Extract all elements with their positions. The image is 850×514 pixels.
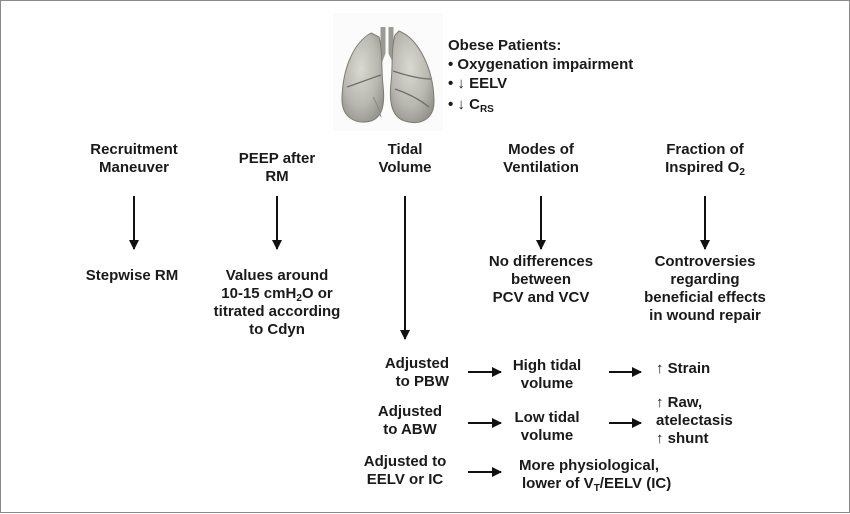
row-more-physiological: More physiological, lower of VT/EELV (IC…: [519, 457, 672, 494]
result-peep-values: Values around 10-15 cmH2O or titrated ac…: [213, 267, 341, 338]
header-bullet-oxygenation: • Oxygenation impairment: [448, 56, 634, 73]
lungs-image: [333, 13, 443, 131]
header-bullet-eelv: • ↓ EELV: [448, 75, 508, 92]
header-bullet-crs: • ↓ CRS: [448, 96, 494, 115]
result-stepwise-rm: Stepwise RM: [85, 267, 179, 284]
row-raw-atelectasis-shunt: ↑ Raw,atelectasis↑ shunt: [656, 394, 733, 447]
row-strain: ↑ Strain: [656, 360, 711, 377]
header-title: Obese Patients:: [448, 37, 562, 54]
